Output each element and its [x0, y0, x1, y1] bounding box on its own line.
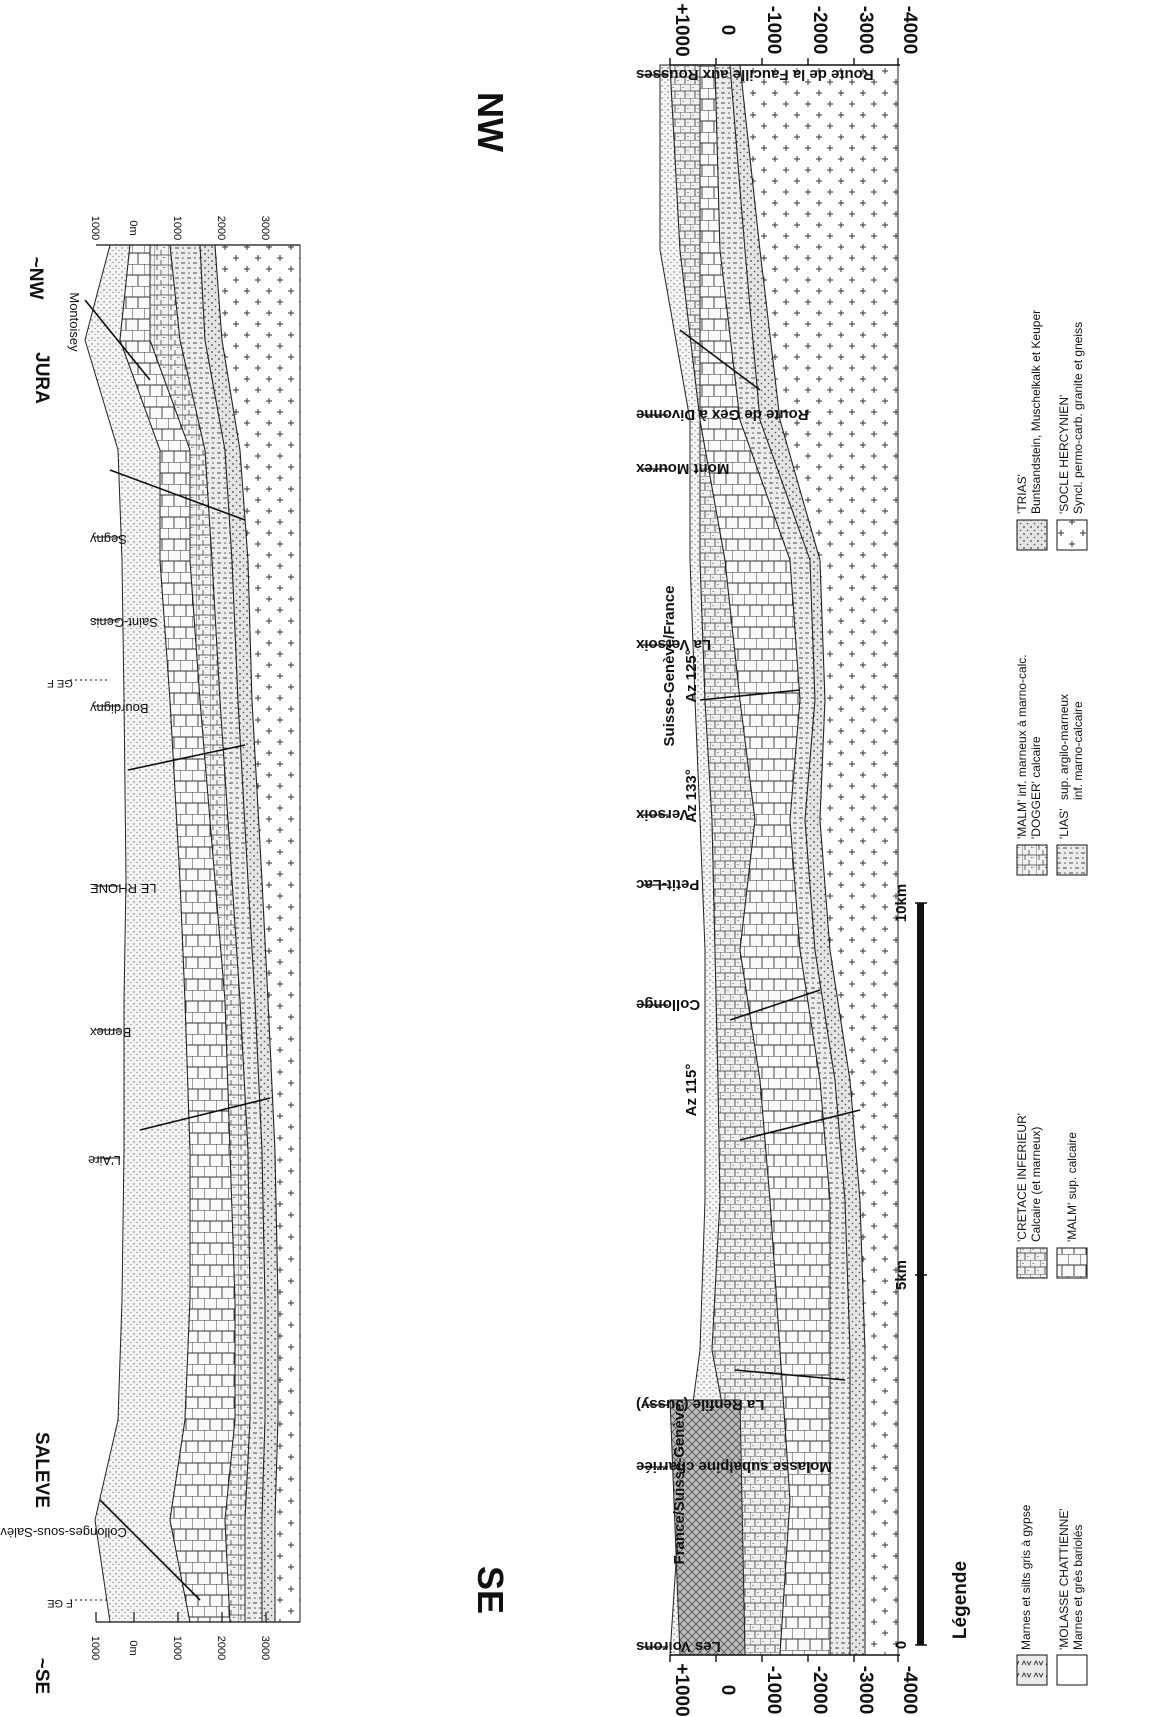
legend-item-label: inf. marno-calcaire	[1071, 701, 1085, 800]
legend: Légende Marnes et silts gris à gypse 'MO…	[950, 310, 1087, 1685]
section1-right-axis-label: 1000	[89, 216, 101, 240]
section2-border-label: Suisse-Genève/France	[661, 586, 678, 747]
legend-swatch-gypse	[1017, 1655, 1047, 1685]
legend-item-title: 'MOLASSE CHATTIENNE'	[1057, 1508, 1071, 1650]
legend-item-title: 'LIAS'	[1057, 808, 1071, 839]
legend-item-label: Marnes et silts gris à gypse	[1019, 1504, 1033, 1650]
section1-jura-label: JURA	[31, 352, 52, 404]
section1-border-label: GE F	[47, 677, 73, 689]
section2-right-axis-label: +1000	[671, 3, 692, 56]
section1-right-axis-label: 0m	[127, 220, 139, 235]
legend-swatch-cretace	[1017, 1248, 1047, 1278]
section2-right-axis-label: 0	[717, 25, 738, 36]
section1-place-label: Bourdigny	[90, 701, 149, 716]
legend-item-title: 'MALM' sup. calcaire	[1065, 1132, 1079, 1242]
legend-title: Légende	[950, 1561, 971, 1639]
section1-place-label: Collonges-sous-Salève	[0, 1525, 127, 1540]
legend-item-label: sup. argilo-marneux	[1057, 694, 1071, 800]
section2-place-label: Route de la Faucille aux Rousses	[636, 66, 874, 83]
section2-left-axis-label: -1000	[763, 1666, 784, 1715]
legend-swatch-trias	[1017, 520, 1047, 550]
section2-nw-label: NW	[470, 92, 511, 152]
section1-se-label: ~SE	[31, 1658, 52, 1694]
legend-item-label: Calcaire (et marneux)	[1029, 1127, 1043, 1242]
section1-strata	[85, 245, 300, 1622]
section2-left-axis-label: +1000	[671, 1663, 692, 1716]
legend-swatch-molasse	[1057, 1655, 1087, 1685]
cross-section-2	[660, 58, 900, 1662]
section2-right-axis-label: -2000	[809, 6, 830, 55]
section2-left-axis-label: -4000	[899, 1666, 920, 1715]
section2-right-axis-label: -3000	[855, 6, 876, 55]
section2-left-axis-label: 0	[717, 1685, 738, 1696]
section1-left-axis-label: 0m	[127, 1640, 139, 1655]
section2-azimuth-label: Az 133°	[683, 769, 700, 823]
scale-label-end: 10km	[893, 884, 910, 922]
section1-left-axis-label: 1000	[171, 1636, 183, 1660]
section2-left-axis-label: -2000	[809, 1666, 830, 1715]
legend-swatch-lias	[1057, 845, 1087, 875]
section1-saleve-label: SALEVE	[31, 1432, 52, 1508]
legend-swatch-malm-inf	[1017, 845, 1047, 875]
legend-item-title: 'SOCLE HERCYNIEN'	[1057, 395, 1071, 514]
section1-left-axis-label: 2000	[215, 1636, 227, 1660]
cross-section-1	[85, 245, 300, 1622]
section2-left-axis-label: -3000	[855, 1666, 876, 1715]
section1-place-ticks	[70, 537, 120, 1600]
section1-left-axis-label: 1000	[89, 1636, 101, 1660]
scale-label-mid: 5km	[893, 1260, 910, 1290]
section1-place-label: LE RHONE	[90, 881, 157, 896]
section1-place-label: Bernex	[90, 1025, 132, 1040]
legend-item-title: 'CRETACE INFERIEUR'	[1015, 1113, 1029, 1242]
legend-swatch-malm-sup	[1057, 1248, 1087, 1278]
legend-item-label: Syncl. permo-carb. granite et gneiss	[1071, 322, 1085, 514]
section2-right-axis-label: -4000	[899, 6, 920, 55]
legend-item-title: 'MALM' inf. marneux à marno-calc.	[1015, 654, 1029, 839]
section2-left-axis-labels: +1000 0 -1000 -2000 -3000 -4000	[671, 1663, 920, 1716]
section1-left-axis-labels: 1000 0m 1000 2000 3000	[89, 1636, 271, 1660]
legend-item-label: Buntsandstein, Muschelkalk et Keuper	[1029, 310, 1043, 514]
section1-place-label: L'Aire	[88, 1153, 121, 1168]
section2-azimuth-label: Az 125°	[683, 649, 700, 703]
legend-item-label: Marnes et grès bariolés	[1071, 1525, 1085, 1650]
legend-item-title: 'TRIAS'	[1015, 474, 1029, 514]
section1-right-axis-label: 1000	[171, 216, 183, 240]
section2-se-label: SE	[470, 1566, 511, 1614]
section1-right-axis-label: 2000	[215, 216, 227, 240]
section1-border-label: F GE	[47, 1597, 73, 1609]
scale-label-zero: 0	[893, 1641, 910, 1649]
section1-right-axis-label: 3000	[259, 216, 271, 240]
section1-place-label: Segny	[90, 532, 127, 547]
section2-strata	[660, 65, 898, 1655]
section2-azimuth-label: Az 115°	[683, 1064, 700, 1117]
section1-right-axis-labels: 1000 0m 1000 2000 3000	[89, 216, 271, 240]
legend-swatch-socle	[1057, 520, 1087, 550]
section2-border-label: France/Suisse-Genève	[671, 1404, 688, 1565]
section1-montoisey-label: Montoisey	[67, 292, 82, 352]
section1-nw-label: ~NW	[25, 257, 46, 300]
section1-left-axis-label: 3000	[259, 1636, 271, 1660]
section2-right-axis-label: -1000	[763, 6, 784, 55]
legend-item-label: 'DOGGER' calcaire	[1029, 736, 1043, 839]
section2-right-axis-labels: +1000 0 -1000 -2000 -3000 -4000	[671, 3, 920, 56]
section1-place-label: Saint-Genis	[90, 615, 158, 630]
